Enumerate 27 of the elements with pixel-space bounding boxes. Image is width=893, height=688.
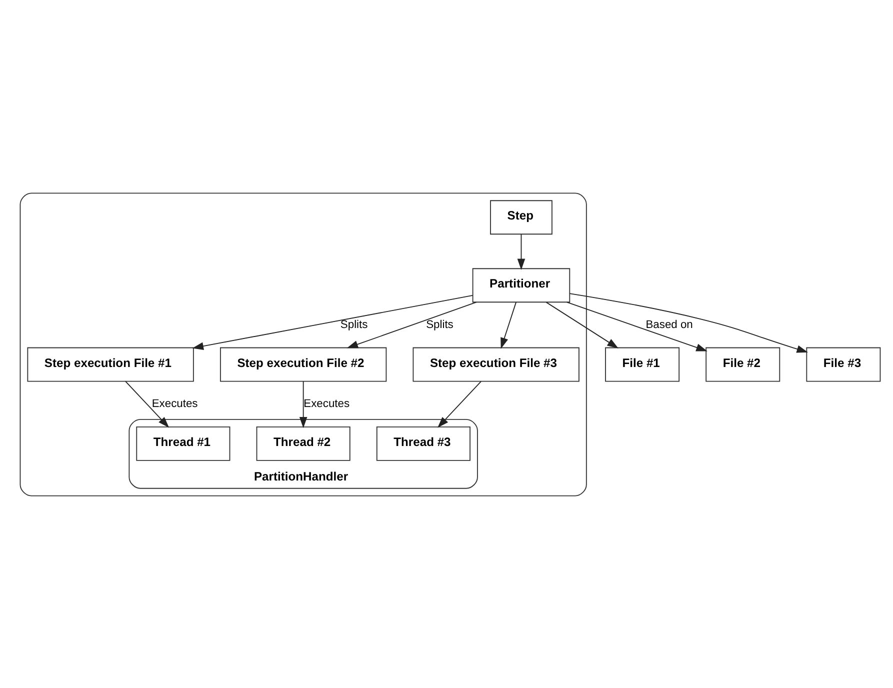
arrow xyxy=(346,301,477,348)
node-box: File #2 xyxy=(706,346,780,382)
node-box: Step xyxy=(490,200,552,234)
arrow xyxy=(500,301,516,348)
edge-label: Based on xyxy=(646,318,693,330)
node-box: Thread #1 xyxy=(136,426,230,460)
arrow xyxy=(569,292,808,352)
edge-label: Splits xyxy=(340,318,368,330)
cluster xyxy=(20,192,587,496)
arrow xyxy=(438,380,482,428)
node-box: Step execution File #1 xyxy=(27,346,194,382)
node-box: File #3 xyxy=(806,346,881,382)
arrow xyxy=(566,301,708,351)
node-box: Thread #2 xyxy=(256,426,350,460)
arrow xyxy=(517,233,526,270)
arrow xyxy=(192,294,473,350)
node-box: Step execution File #2 xyxy=(220,346,387,382)
arrow xyxy=(125,380,170,428)
edge-label: Executes xyxy=(304,397,350,410)
arrow xyxy=(299,380,308,428)
node-box: Partitioner xyxy=(472,268,570,302)
edge-label: Executes xyxy=(152,397,198,410)
node-box: Thread #3 xyxy=(376,426,470,460)
edge-label: Splits xyxy=(426,318,454,330)
node-box: Step execution File #3 xyxy=(412,346,580,382)
node-box: File #1 xyxy=(605,346,680,382)
arrow xyxy=(546,301,618,348)
